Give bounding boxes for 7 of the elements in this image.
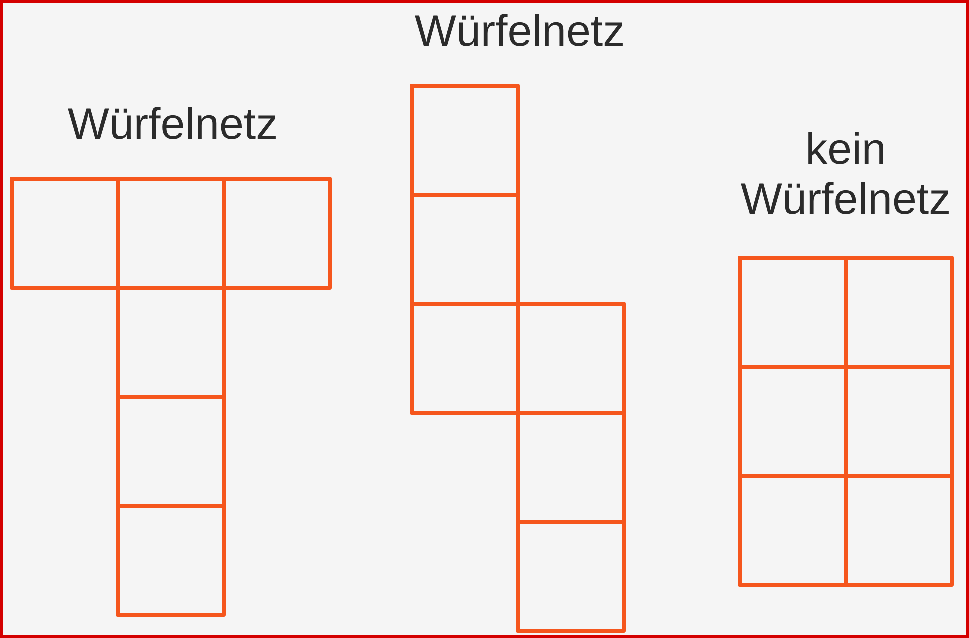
net-square xyxy=(222,177,332,290)
net-square xyxy=(844,474,954,587)
net-square xyxy=(516,520,626,633)
net-heading: kein Würfelnetz xyxy=(740,125,952,225)
net-heading: Würfelnetz xyxy=(66,100,280,150)
net-square xyxy=(116,504,226,617)
net-heading: Würfelnetz xyxy=(414,7,626,57)
